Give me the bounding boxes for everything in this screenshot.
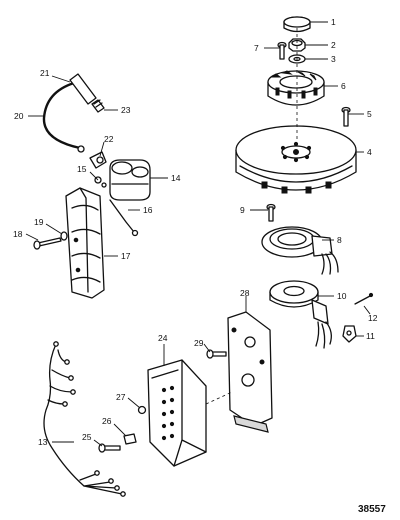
- callout-17: 17: [121, 251, 131, 261]
- part-11-clamp: [342, 325, 357, 343]
- part-17-bracket: [65, 187, 105, 299]
- callout-labels: 1 2 3 4 5 6 7 8 9 10 11 12 13 14 15 16 1…: [13, 17, 378, 447]
- callout-21: 21: [40, 68, 50, 78]
- callout-19: 19: [34, 217, 44, 227]
- part-12-pin: [354, 292, 374, 305]
- callout-12: 12: [368, 313, 378, 323]
- callout-1: 1: [331, 17, 336, 27]
- callout-6: 6: [341, 81, 346, 91]
- part-23-terminal: [91, 99, 105, 113]
- callout-7: 7: [254, 43, 259, 53]
- callout-2: 2: [331, 40, 336, 50]
- callout-16: 16: [143, 205, 153, 215]
- callout-25: 25: [82, 432, 92, 442]
- callout-3: 3: [331, 54, 336, 64]
- part-10-trigger: [269, 280, 332, 349]
- part-20-21-lead: [42, 73, 97, 153]
- leader-lines: [25, 21, 371, 447]
- callout-5: 5: [367, 109, 372, 119]
- callout-9: 9: [240, 205, 245, 215]
- part-9-screw: [266, 203, 276, 222]
- part-16-ground-wire: [109, 199, 139, 237]
- part-5-bolt: [341, 106, 351, 127]
- part-28-plate: [227, 311, 273, 433]
- part-19-washer: [60, 231, 68, 241]
- callout-10: 10: [337, 291, 347, 301]
- callout-20: 20: [14, 111, 24, 121]
- callout-24: 24: [158, 333, 168, 343]
- part-25-screw: [98, 443, 121, 453]
- callout-13: 13: [38, 437, 48, 447]
- part-2-nut: [288, 38, 306, 52]
- callout-8: 8: [337, 235, 342, 245]
- reference-number: 38557: [358, 504, 386, 515]
- part-27-nut: [137, 405, 147, 415]
- part-24-switch-box: [147, 359, 207, 467]
- part-8-stator: [261, 226, 339, 275]
- part-26-clip: [123, 433, 137, 445]
- callout-18: 18: [13, 229, 23, 239]
- part-14-coil: [109, 159, 151, 201]
- callout-15: 15: [77, 164, 87, 174]
- callout-14: 14: [171, 173, 181, 183]
- terminal-block: [161, 385, 175, 441]
- part-6-starter-cup: [267, 70, 325, 106]
- part-13-harness: [43, 341, 126, 497]
- callout-27: 27: [116, 392, 126, 402]
- callout-26: 26: [102, 416, 112, 426]
- callout-22: 22: [104, 134, 114, 144]
- part-7-screw: [277, 41, 287, 60]
- part-22-boot: [89, 151, 107, 169]
- callout-23: 23: [121, 105, 131, 115]
- callout-11: 11: [366, 331, 375, 341]
- part-1-cap: [283, 16, 311, 33]
- callout-29: 29: [194, 338, 204, 348]
- callout-4: 4: [367, 147, 372, 157]
- part-4-flywheel: [235, 125, 357, 194]
- callout-28: 28: [240, 288, 250, 298]
- part-29-screw: [206, 349, 227, 359]
- part-18-screw: [33, 237, 62, 250]
